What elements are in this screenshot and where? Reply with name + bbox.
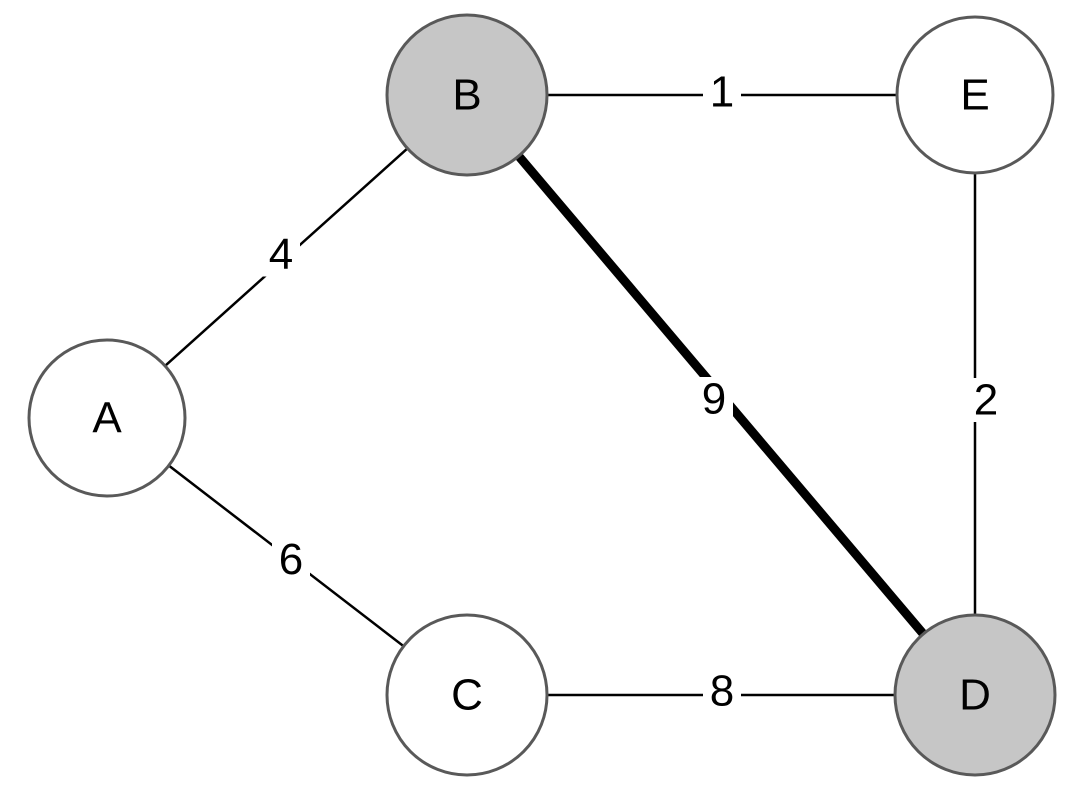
- node-E: E: [895, 15, 1055, 175]
- edge-weight-bg-B-E: [703, 70, 741, 114]
- edge-weight-C-D: 8: [703, 667, 741, 716]
- node-D: D: [893, 613, 1057, 777]
- node-A: A: [27, 338, 187, 498]
- edge-weight-bg-E-D: [967, 378, 1005, 422]
- node-circle-C: [385, 613, 549, 777]
- edge-weight-E-D: 2: [967, 376, 1005, 425]
- node-label-C: C: [451, 671, 483, 720]
- node-label-E: E: [960, 71, 989, 120]
- edge-weight-B-E: 1: [703, 68, 741, 117]
- edge-weight-label-B-D: 9: [702, 375, 726, 424]
- node-circle-D: [893, 613, 1057, 777]
- edge-weight-label-E-D: 2: [974, 376, 998, 425]
- edge-weight-label-B-E: 1: [710, 68, 734, 117]
- node-label-B: B: [452, 71, 481, 120]
- node-circle-E: [895, 15, 1055, 175]
- node-label-D: D: [959, 671, 991, 720]
- edge-weight-bg-C-D: [703, 669, 741, 713]
- edge-weight-bg-A-C: [272, 537, 310, 582]
- edge-weight-bg-B-D: [695, 377, 733, 421]
- node-circle-A: [27, 338, 187, 498]
- node-circle-B: [385, 13, 549, 177]
- edge-weight-A-B: 4: [262, 230, 300, 279]
- node-label-A: A: [92, 394, 122, 443]
- edge-weight-label-C-D: 8: [710, 667, 734, 716]
- edge-weight-B-D: 9: [695, 375, 733, 424]
- node-C: C: [385, 613, 549, 777]
- edge-weight-bg-A-B: [262, 232, 300, 277]
- edge-weight-A-C: 6: [272, 535, 310, 584]
- node-B: B: [385, 13, 549, 177]
- edge-weight-label-A-C: 6: [279, 535, 303, 584]
- edge-weight-label-A-B: 4: [269, 230, 293, 279]
